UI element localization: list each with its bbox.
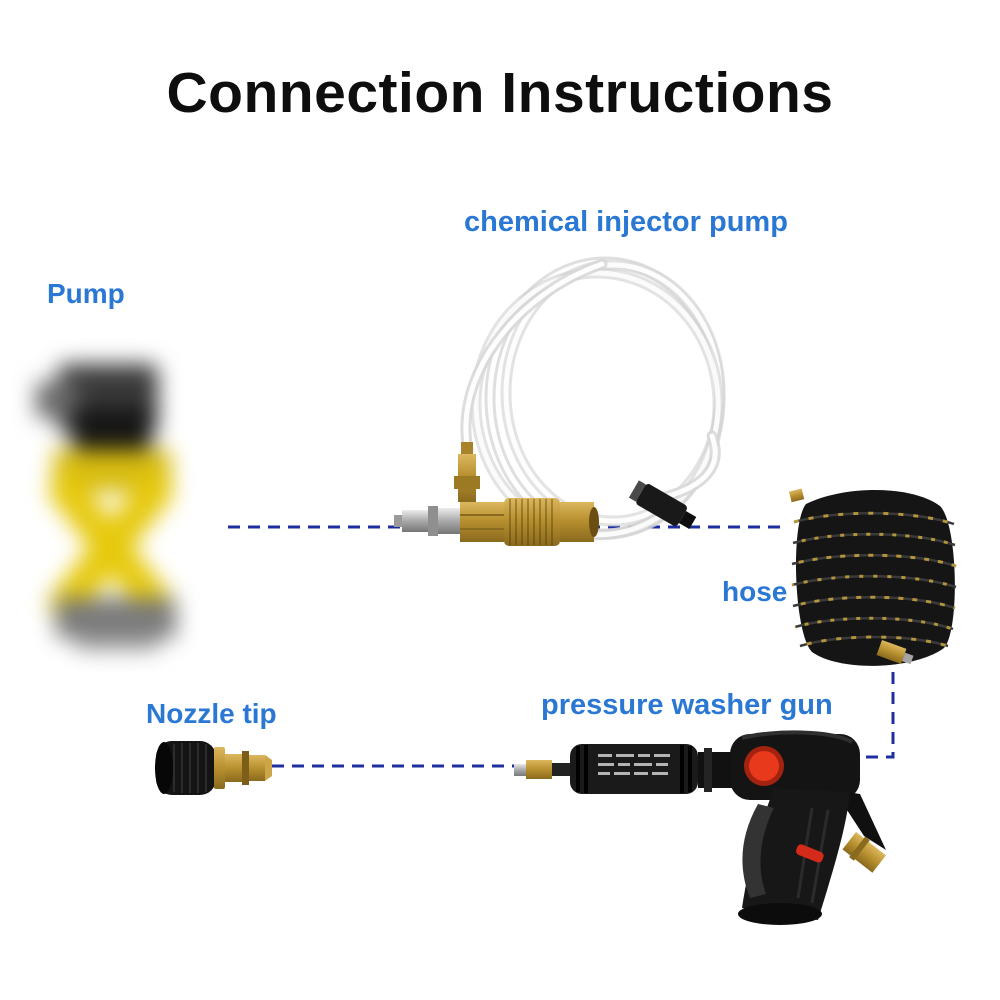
tube-end-connector: [628, 480, 697, 530]
clear-tube-coil: [460, 256, 726, 541]
gun-muzzle-connector: [514, 764, 526, 776]
chemical-injector-image: [394, 256, 726, 546]
label-pressure-washer-gun: pressure washer gun: [541, 689, 833, 721]
gun-brass-inlet: [842, 832, 886, 873]
hose-bottom-fitting: [876, 640, 914, 665]
hose-image: [788, 488, 957, 666]
label-hose: hose: [722, 576, 788, 607]
hose-yellow-weave: [791, 511, 957, 648]
dashed-line-hose-to-gun: [864, 672, 895, 759]
hose-top-fitting: [788, 488, 805, 503]
injector-tee-fitting: [394, 498, 599, 546]
pressure-washer-gun-image: [514, 730, 886, 925]
page-title: Connection Instructions: [166, 61, 834, 125]
label-chemical-injector-pump: chemical injector pump: [464, 206, 788, 238]
gun-spec-text: [598, 754, 670, 775]
nozzle-brass-plug: [214, 747, 272, 789]
gun-trigger: [742, 804, 774, 898]
gun-grip: [742, 788, 850, 920]
pump-yellow-x: [49, 473, 173, 621]
gun-trigger-lock: [795, 844, 824, 863]
nozzle-tip-image: [155, 741, 272, 795]
label-pump: Pump: [47, 278, 125, 309]
pump-image: [36, 364, 176, 650]
label-nozzle-tip: Nozzle tip: [146, 698, 277, 729]
gun-barrel: [570, 744, 698, 794]
injector-barb-fitting: [454, 442, 480, 502]
